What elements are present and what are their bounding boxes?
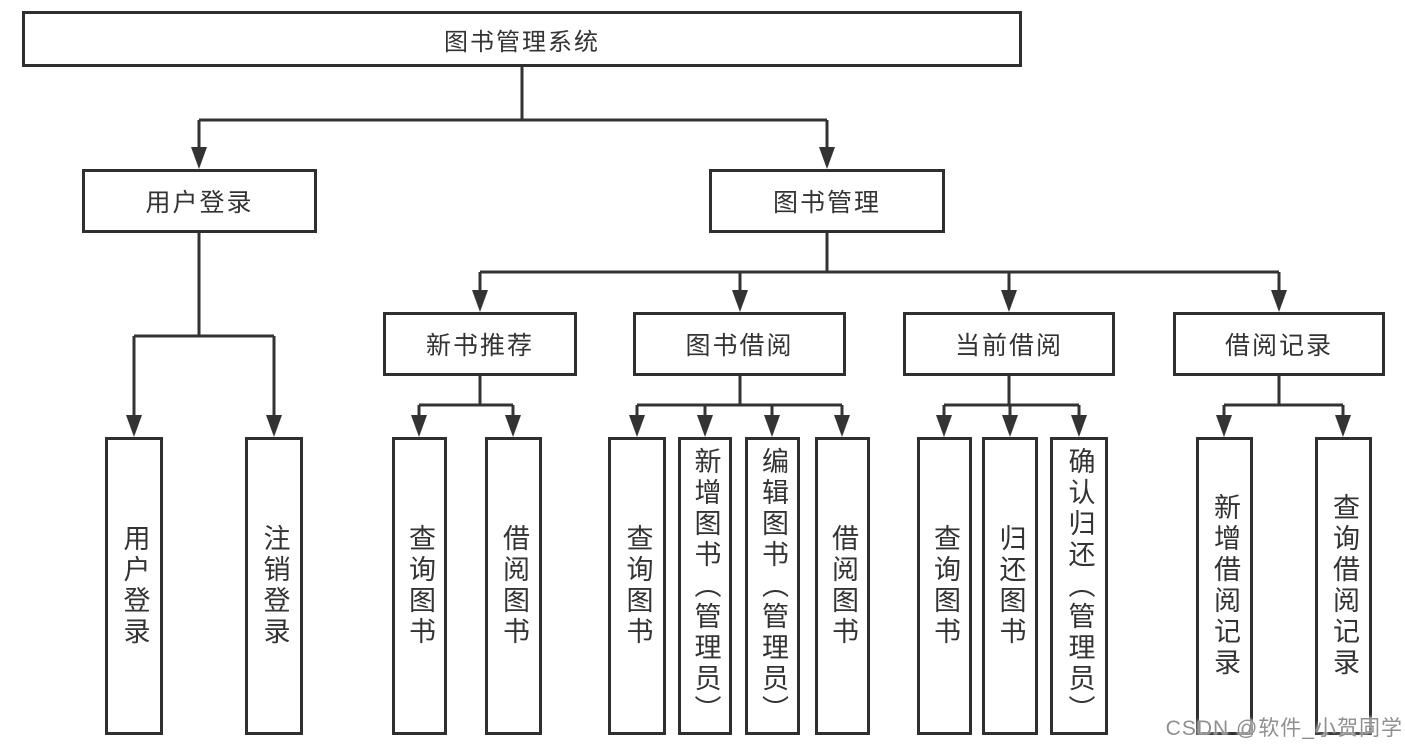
node-root: 图书管理系统 — [22, 11, 1022, 67]
leaf-logout: 注销登录 — [245, 437, 303, 735]
node-book-management: 图书管理 — [709, 169, 945, 233]
node-new-book-recommendation: 新书推荐 — [383, 312, 577, 376]
leaf-user-login: 用户登录 — [105, 437, 163, 735]
watermark: CSDN @软件_小贺同学 — [1165, 717, 1403, 740]
node-user-login: 用户登录 — [82, 169, 317, 233]
leaf-add-book-admin: 新增图书（管理员） — [678, 437, 732, 735]
leaf-return-books: 归还图书 — [982, 437, 1038, 735]
leaf-confirm-return-admin: 确认归还（管理员） — [1050, 437, 1108, 735]
leaf-query-books-2: 查询图书 — [608, 437, 666, 735]
leaf-add-borrow-record: 新增借阅记录 — [1196, 437, 1253, 735]
leaf-query-borrow-record: 查询借阅记录 — [1315, 437, 1372, 735]
leaf-borrow-books-2: 借阅图书 — [815, 437, 870, 735]
leaf-query-books: 查询图书 — [392, 437, 447, 735]
leaf-borrow-books: 借阅图书 — [485, 437, 542, 735]
leaf-query-books-3: 查询图书 — [917, 437, 972, 735]
node-current-borrowing: 当前借阅 — [903, 312, 1115, 376]
node-borrowing-records: 借阅记录 — [1173, 312, 1385, 376]
leaf-edit-book-admin: 编辑图书（管理员） — [745, 437, 800, 735]
node-book-borrowing: 图书借阅 — [633, 312, 846, 376]
